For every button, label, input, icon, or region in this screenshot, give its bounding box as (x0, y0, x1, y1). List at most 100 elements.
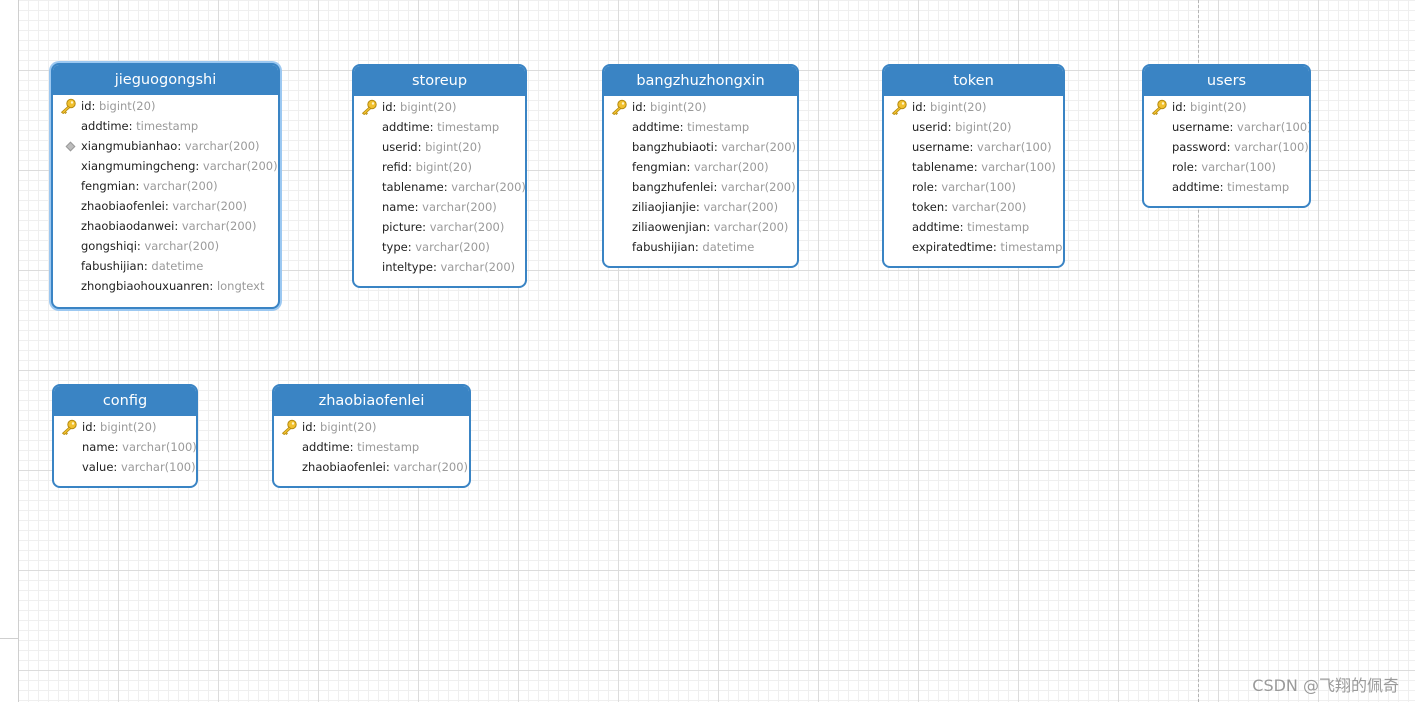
field-row[interactable]: addtime: timestamp (1144, 177, 1309, 197)
field-separator: : (429, 120, 438, 134)
field-row[interactable]: userid: bigint(20) (354, 137, 525, 157)
field-row[interactable]: name: varchar(200) (354, 197, 525, 217)
field-row[interactable]: name: varchar(100) (54, 437, 196, 457)
field-type: varchar(200) (181, 219, 257, 233)
field-row[interactable]: type: varchar(200) (354, 237, 525, 257)
field-row[interactable]: bangzhufenlei: varchar(200) (604, 177, 797, 197)
field-row[interactable]: addtime: timestamp (354, 117, 525, 137)
field-separator: : (407, 240, 416, 254)
field-name: bangzhufenlei (632, 180, 714, 194)
field-list: id: bigint(20)username: varchar(100)pass… (1144, 96, 1309, 197)
field-row[interactable]: picture: varchar(200) (354, 217, 525, 237)
field-row[interactable]: role: varchar(100) (1144, 157, 1309, 177)
field-separator: : (422, 220, 430, 234)
field-name: xiangmumingcheng (81, 159, 196, 173)
table-header[interactable]: jieguogongshi (53, 65, 278, 95)
field-separator: : (1193, 160, 1202, 174)
field-separator: : (177, 139, 185, 153)
field-row[interactable]: addtime: timestamp (884, 217, 1063, 237)
field-row[interactable]: inteltype: varchar(200) (354, 257, 525, 277)
field-row[interactable]: password: varchar(100) (1144, 137, 1309, 157)
field-type: varchar(100) (941, 180, 1016, 194)
field-row[interactable]: fabushijian: datetime (604, 237, 797, 257)
field-separator: : (713, 180, 721, 194)
field-name: tablename (912, 160, 974, 174)
field-row[interactable]: xiangmubianhao: varchar(200) (53, 136, 278, 156)
table-header[interactable]: token (884, 66, 1063, 96)
field-row[interactable]: id: bigint(20) (54, 417, 196, 437)
field-name: id (82, 420, 93, 434)
field-row[interactable]: id: bigint(20) (53, 96, 278, 116)
field-type: datetime (702, 240, 755, 254)
field-row[interactable]: ziliaowenjian: varchar(200) (604, 217, 797, 237)
field-name: ziliaojianjie (632, 200, 696, 214)
table-header[interactable]: bangzhuzhongxin (604, 66, 797, 96)
field-name: addtime (382, 120, 430, 134)
field-row[interactable]: zhongbiaohouxuanren: longtext (53, 276, 278, 296)
field-row[interactable]: value: varchar(100) (54, 457, 196, 477)
field-row[interactable]: role: varchar(100) (884, 177, 1063, 197)
field-row[interactable]: addtime: timestamp (274, 437, 469, 457)
left-ruler-tick (0, 638, 18, 639)
field-row[interactable]: id: bigint(20) (354, 97, 525, 117)
field-row[interactable]: xiangmumingcheng: varchar(200) (53, 156, 278, 176)
field-row[interactable]: bangzhubiaoti: varchar(200) (604, 137, 797, 157)
field-row[interactable]: gongshiqi: varchar(200) (53, 236, 278, 256)
field-name: inteltype (382, 260, 433, 274)
table-header[interactable]: zhaobiaofenlei (274, 386, 469, 416)
field-type: bigint(20) (415, 160, 473, 174)
field-row[interactable]: token: varchar(200) (884, 197, 1063, 217)
field-row[interactable]: id: bigint(20) (884, 97, 1063, 117)
field-separator: : (922, 100, 931, 114)
page-break-line (1198, 0, 1199, 702)
field-row[interactable]: zhaobiaodanwei: varchar(200) (53, 216, 278, 236)
field-name: name (82, 440, 115, 454)
field-row[interactable]: userid: bigint(20) (884, 117, 1063, 137)
field-separator: : (686, 160, 694, 174)
field-type: timestamp (687, 120, 750, 134)
field-type: bigint(20) (650, 100, 707, 114)
primary-key-icon (60, 419, 78, 436)
field-row[interactable]: id: bigint(20) (604, 97, 797, 117)
field-row[interactable]: id: bigint(20) (274, 417, 469, 437)
field-row[interactable]: username: varchar(100) (1144, 117, 1309, 137)
field-name: zhongbiaohouxuanren (81, 279, 210, 293)
field-type: varchar(200) (703, 200, 779, 214)
field-row[interactable]: fengmian: varchar(200) (604, 157, 797, 177)
field-row[interactable]: fengmian: varchar(200) (53, 176, 278, 196)
field-row[interactable]: id: bigint(20) (1144, 97, 1309, 117)
field-separator: : (349, 440, 358, 454)
field-row[interactable]: tablename: varchar(100) (884, 157, 1063, 177)
table-header[interactable]: storeup (354, 66, 525, 96)
field-row[interactable]: zhaobiaofenlei: varchar(200) (53, 196, 278, 216)
field-name: addtime (302, 440, 350, 454)
field-name: token (912, 200, 945, 214)
primary-key-icon (59, 98, 77, 115)
field-row[interactable]: tablename: varchar(200) (354, 177, 525, 197)
field-row[interactable]: addtime: timestamp (604, 117, 797, 137)
field-separator: : (969, 140, 978, 154)
table-header[interactable]: users (1144, 66, 1309, 96)
field-row[interactable]: expiratedtime: timestamp (884, 237, 1063, 257)
field-row[interactable]: fabushijian: datetime (53, 256, 278, 276)
field-row[interactable]: ziliaojianjie: varchar(200) (604, 197, 797, 217)
table-header[interactable]: config (54, 386, 196, 416)
field-type: timestamp (136, 119, 199, 133)
field-row[interactable]: addtime: timestamp (53, 116, 278, 136)
field-separator: : (136, 239, 145, 253)
field-row[interactable]: zhaobiaofenlei: varchar(200) (274, 457, 469, 477)
field-separator: : (195, 159, 203, 173)
field-name: bangzhubiaoti (632, 140, 714, 154)
field-row[interactable]: username: varchar(100) (884, 137, 1063, 157)
field-type: varchar(100) (977, 140, 1052, 154)
field-row[interactable]: refid: bigint(20) (354, 157, 525, 177)
